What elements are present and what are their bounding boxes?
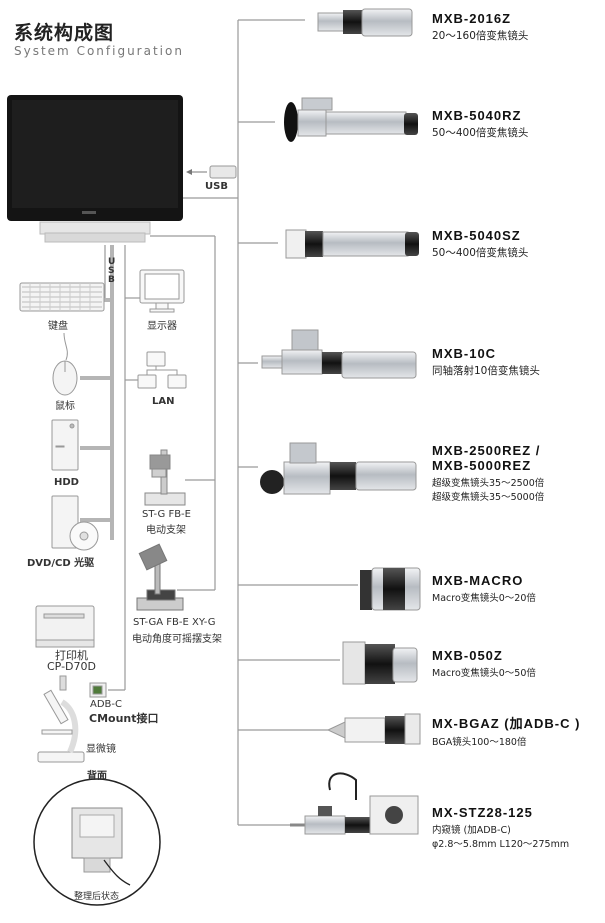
lens-mxb-5040rz-drawing <box>284 97 418 142</box>
lens-entry: MXB-10C 同轴落射10倍变焦镜头 <box>432 346 540 378</box>
lens-model: MXB-2016Z <box>432 11 512 26</box>
usb-label-vertical: USB <box>108 257 116 285</box>
lens-bus-lines <box>104 19 358 826</box>
angle-stand-drawing <box>136 543 184 611</box>
mouse-label: 鼠标 <box>55 401 75 412</box>
lens-mx-bgaz-drawing <box>326 713 421 745</box>
lens-model: MXB-5040SZ <box>432 228 521 243</box>
lens-model: MXB-10C <box>432 346 497 361</box>
lens-mxb-050z-drawing <box>342 641 418 685</box>
stand-model-label: ST-G FB-E <box>142 509 191 520</box>
lens-model: MX-STZ28-125 <box>432 805 533 820</box>
lens-desc: 50～400倍变焦镜头 <box>432 127 529 139</box>
lens-entry: MXB-2016Z 20～160倍变焦镜头 <box>432 11 528 43</box>
lens-mxb-2016z-drawing <box>317 8 413 37</box>
lens-mxb-macro-drawing <box>360 567 421 611</box>
keyboard-label: 键盘 <box>48 321 68 332</box>
lens-desc: Macro变焦镜头0～50倍 <box>432 668 536 679</box>
adapter-drawing <box>89 682 107 698</box>
hdd-drawing <box>51 419 79 471</box>
lens-model: MXB-MACRO <box>432 573 524 588</box>
lens-mxb-5040sz-drawing <box>285 229 419 259</box>
lens-desc: 50～400倍变焦镜头 <box>432 247 529 259</box>
lens-mx-stz28-drawing <box>290 772 419 835</box>
lens-desc: 20～160倍变焦镜头 <box>432 30 529 42</box>
lens-model: MXB-2500REZ / <box>432 443 541 458</box>
lens-desc: Macro变焦镜头0～20倍 <box>432 593 536 604</box>
lens-desc: BGA镜头100～180倍 <box>432 737 527 748</box>
stand-drawing <box>144 449 186 506</box>
lens-desc: φ2.8～5.8mm L120～275mm <box>432 839 570 850</box>
monitor-drawing <box>7 95 183 243</box>
lan-label: LAN <box>152 396 175 407</box>
printer-name-label: 打印机 <box>55 649 88 662</box>
back-caption-label: 整理后状态 <box>74 892 120 902</box>
lens-desc: 超级变焦镜头35～5000倍 <box>432 492 545 503</box>
lens-entry: MXB-MACRO Macro变焦镜头0～20倍 <box>432 573 536 604</box>
page-subtitle: System Configuration <box>14 44 184 58</box>
monitor-label: 显示器 <box>147 321 177 332</box>
mouse-drawing <box>52 332 78 396</box>
lens-model: MXB-5040RZ <box>432 108 522 123</box>
stand-name-label: 电动支架 <box>146 525 186 536</box>
lens-desc: 超级变焦镜头35～2500倍 <box>432 478 545 489</box>
lens-entry: MXB-5040RZ 50～400倍变焦镜头 <box>432 108 528 140</box>
keyboard-drawing <box>19 282 105 312</box>
lens-desc: 同轴落射10倍变焦镜头 <box>432 365 540 377</box>
lens-model: MXB-050Z <box>432 648 503 663</box>
lens-desc: 内窥镜 (加ADB-C) <box>432 825 511 836</box>
hdd-label: HDD <box>54 477 79 488</box>
dvd-label: DVD/CD 光驱 <box>27 558 95 569</box>
microscope-label: 显微镜 <box>86 744 116 755</box>
lens-entry: MX-STZ28-125 内窥镜 (加ADB-C) φ2.8～5.8mm L12… <box>432 805 569 850</box>
lens-entry: MXB-050Z Macro变焦镜头0～50倍 <box>432 648 536 679</box>
printer-model-label: CP-D70D <box>47 660 96 673</box>
lens-entry: MXB-2500REZ / MXB-5000REZ 超级变焦镜头35～2500倍… <box>432 443 544 503</box>
page-title: 系统构成图 <box>14 22 115 44</box>
dvd-drawing <box>51 495 99 551</box>
angle-stand-name-label: 电动角度可摇摆支架 <box>132 634 222 645</box>
printer-drawing <box>35 605 95 648</box>
monitor-small-drawing <box>139 269 185 313</box>
lens-mxb-2500rez-drawing <box>260 442 417 495</box>
usb-arrow-icon <box>186 165 237 179</box>
adapter-name-label: CMount接口 <box>89 712 159 725</box>
back-title-label: 背面 <box>87 771 107 782</box>
usb-label: USB <box>205 181 228 192</box>
adapter-model-label: ADB-C <box>90 699 122 710</box>
lan-drawing <box>137 351 187 389</box>
lens-entry: MX-BGAZ (加ADB-C ) BGA镜头100～180倍 <box>432 713 580 748</box>
lens-entry: MXB-5040SZ 50～400倍变焦镜头 <box>432 228 528 260</box>
angle-stand-model-label: ST-GA FB-E XY-G <box>133 617 216 628</box>
lens-model-2: MXB-5000REZ <box>432 458 532 473</box>
microscope-drawing <box>37 675 85 763</box>
back-view-drawing <box>33 778 161 906</box>
lens-mxb-10c-drawing <box>261 329 417 379</box>
lens-model: MX-BGAZ (加ADB-C ) <box>432 716 581 731</box>
